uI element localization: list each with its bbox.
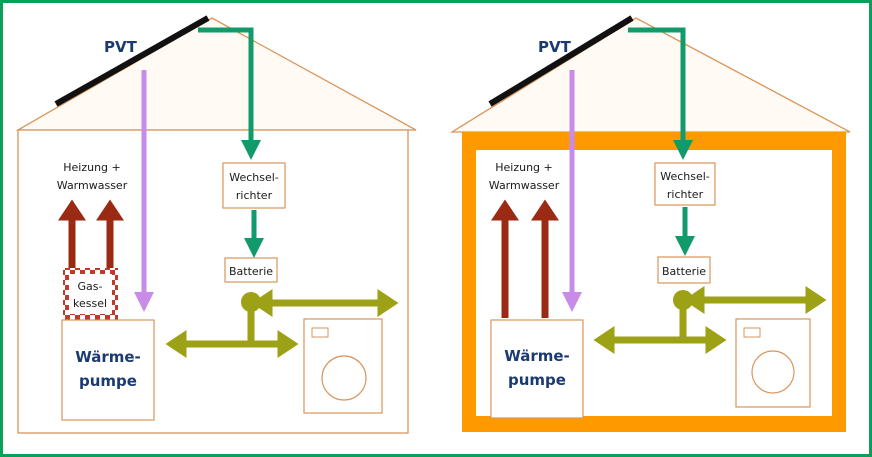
left-heating-label-2: Warmwasser <box>57 179 128 192</box>
right-inverter-label-1: Wechsel- <box>660 170 710 183</box>
left-pvt-label: PVT <box>104 38 138 56</box>
left-gas-label-1: Gas- <box>78 280 103 293</box>
right-heat-pump-label-2: pumpe <box>508 371 566 389</box>
left-gas-boiler-inner <box>69 274 112 314</box>
left-heat-pump-label-1: Wärme- <box>75 348 141 366</box>
right-heating-label-1: Heizung + <box>495 161 553 174</box>
right-battery-label: Batterie <box>662 265 706 278</box>
right-heating-label-2: Warmwasser <box>489 179 560 192</box>
right-inverter-label-2: richter <box>667 188 704 201</box>
right-inverter-box <box>654 162 716 206</box>
left-gas-label-2: kessel <box>73 297 107 310</box>
left-heat-pump-label-2: pumpe <box>79 372 137 390</box>
right-pvt-panel <box>488 15 634 107</box>
right-pvt-label: PVT <box>538 38 572 56</box>
left-heat-pump-box <box>61 319 155 421</box>
left-heating-label-1: Heizung + <box>63 161 121 174</box>
left-inverter-label-2: richter <box>236 189 273 202</box>
left-house-roof <box>15 17 417 131</box>
right-heat-pump-box <box>490 319 584 419</box>
left-pvt-panel <box>54 15 210 107</box>
left-battery-label: Batterie <box>229 265 273 278</box>
left-battery-box <box>224 257 278 283</box>
left-inverter-box <box>222 162 286 209</box>
left-inverter-label-1: Wechsel- <box>229 171 279 184</box>
right-house-roof <box>449 17 851 133</box>
right-solar-line <box>628 27 693 160</box>
left-solar-line <box>198 27 261 160</box>
right-battery-box <box>657 256 711 284</box>
right-heat-pump-label-1: Wärme- <box>504 347 570 365</box>
right-house: PVT Heizung + Warmwasser Wärme- pumpe We… <box>449 15 851 432</box>
right-washing-machine-icon <box>735 318 811 408</box>
left-house: PVT Heizung + Warmwasser Gas- kessel Wär… <box>15 15 417 434</box>
left-washing-machine-icon <box>303 318 383 414</box>
